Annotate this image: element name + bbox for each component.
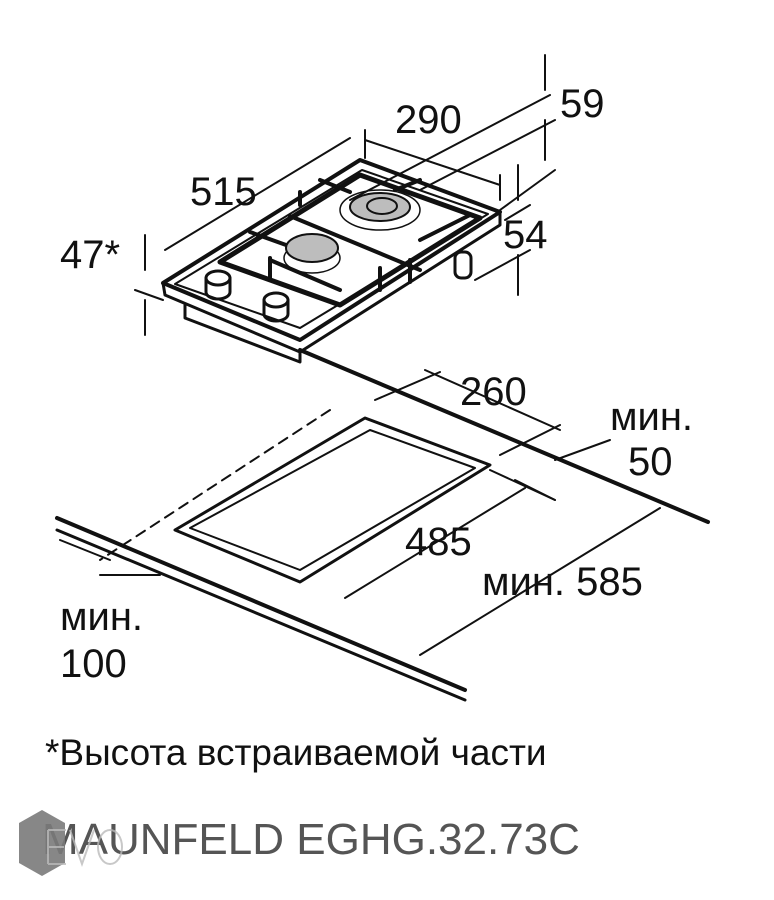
dim-min-front-value: 100 [60,642,127,686]
dim-legs: 54 [503,213,548,257]
dim-cutout-depth: 485 [405,520,472,564]
dim-height: 47* [60,233,120,277]
model-name: MAUNFELD EGHG.32.73C [42,815,580,864]
dim-width-top: 290 [395,98,462,142]
watermark-logo [19,810,123,876]
dim-min-rear-label: мин. [610,395,693,439]
burner-large [339,189,421,231]
dim-min-front-label: мин. [60,595,143,639]
dim-cutout-width: 260 [460,370,527,414]
countertop [55,348,710,702]
burner-small [283,233,341,274]
dim-rear-offset: 59 [560,82,605,126]
dim-min-depth: мин. 585 [482,560,643,604]
dim-min-rear-value: 50 [628,440,673,484]
dim-depth: 515 [190,170,257,214]
dimension-lines [59,54,661,656]
footnote: *Высота встраиваемой части [45,732,547,773]
